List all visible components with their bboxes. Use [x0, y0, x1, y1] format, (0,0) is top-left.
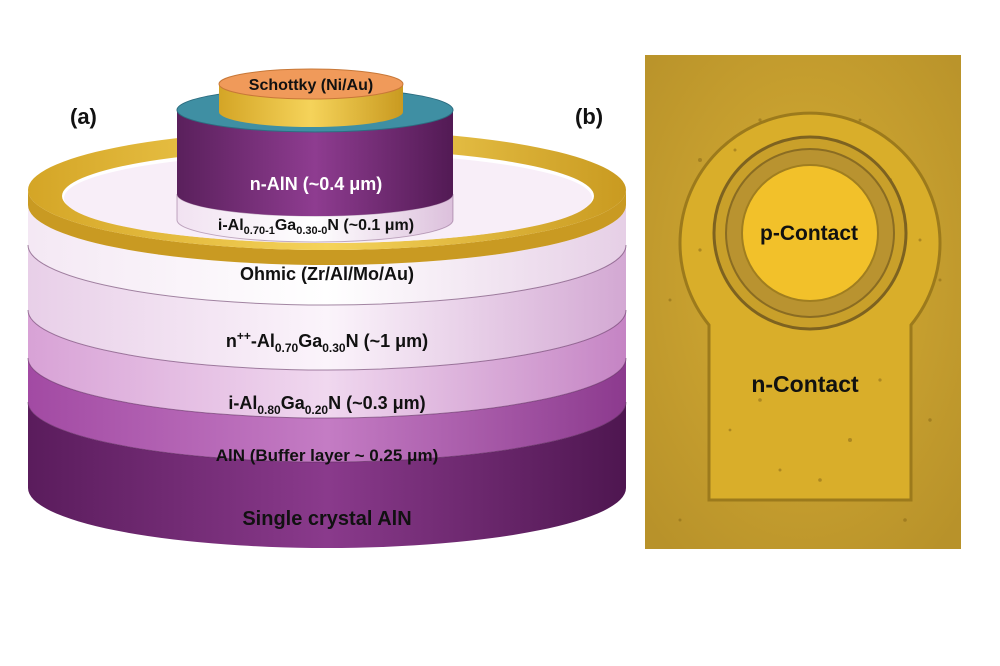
white-layer [28, 205, 626, 305]
label-n-plus-algan: n++-Al0.70Ga0.30N (~1 μm) [226, 329, 428, 355]
ohmic-ring-side [28, 190, 626, 265]
label-i-algan: i-Al0.80Ga0.20N (~0.3 μm) [228, 393, 425, 417]
n-plus-algan-layer [28, 245, 626, 370]
schottky-side [219, 84, 403, 127]
label-n-contact: n-Contact [751, 371, 859, 397]
panel-label-b: (b) [575, 104, 603, 129]
p-contact-pad [741, 164, 879, 302]
substrate-layer [28, 402, 626, 548]
layer-stack [27, 68, 627, 548]
buffer-layer [28, 358, 626, 462]
label-n-aln: n-AlN (~0.4 μm) [250, 174, 383, 194]
i-algan-layer [28, 310, 626, 418]
label-schottky: Schottky (Ni/Au) [249, 77, 373, 94]
label-substrate: Single crystal AlN [242, 508, 411, 530]
micrograph [645, 55, 961, 549]
schottky-top [218, 68, 404, 100]
mesa-n-aln-layer [177, 110, 453, 216]
label-i-algan-graded: i-Al0.70-1Ga0.30-0N (~0.1 μm) [218, 217, 414, 237]
label-p-contact: p-Contact [760, 222, 858, 245]
label-ohmic: Ohmic (Zr/Al/Mo/Au) [240, 264, 414, 284]
label-buffer: AlN (Buffer layer ~ 0.25 μm) [216, 446, 439, 465]
panel-label-a: (a) [70, 104, 97, 129]
